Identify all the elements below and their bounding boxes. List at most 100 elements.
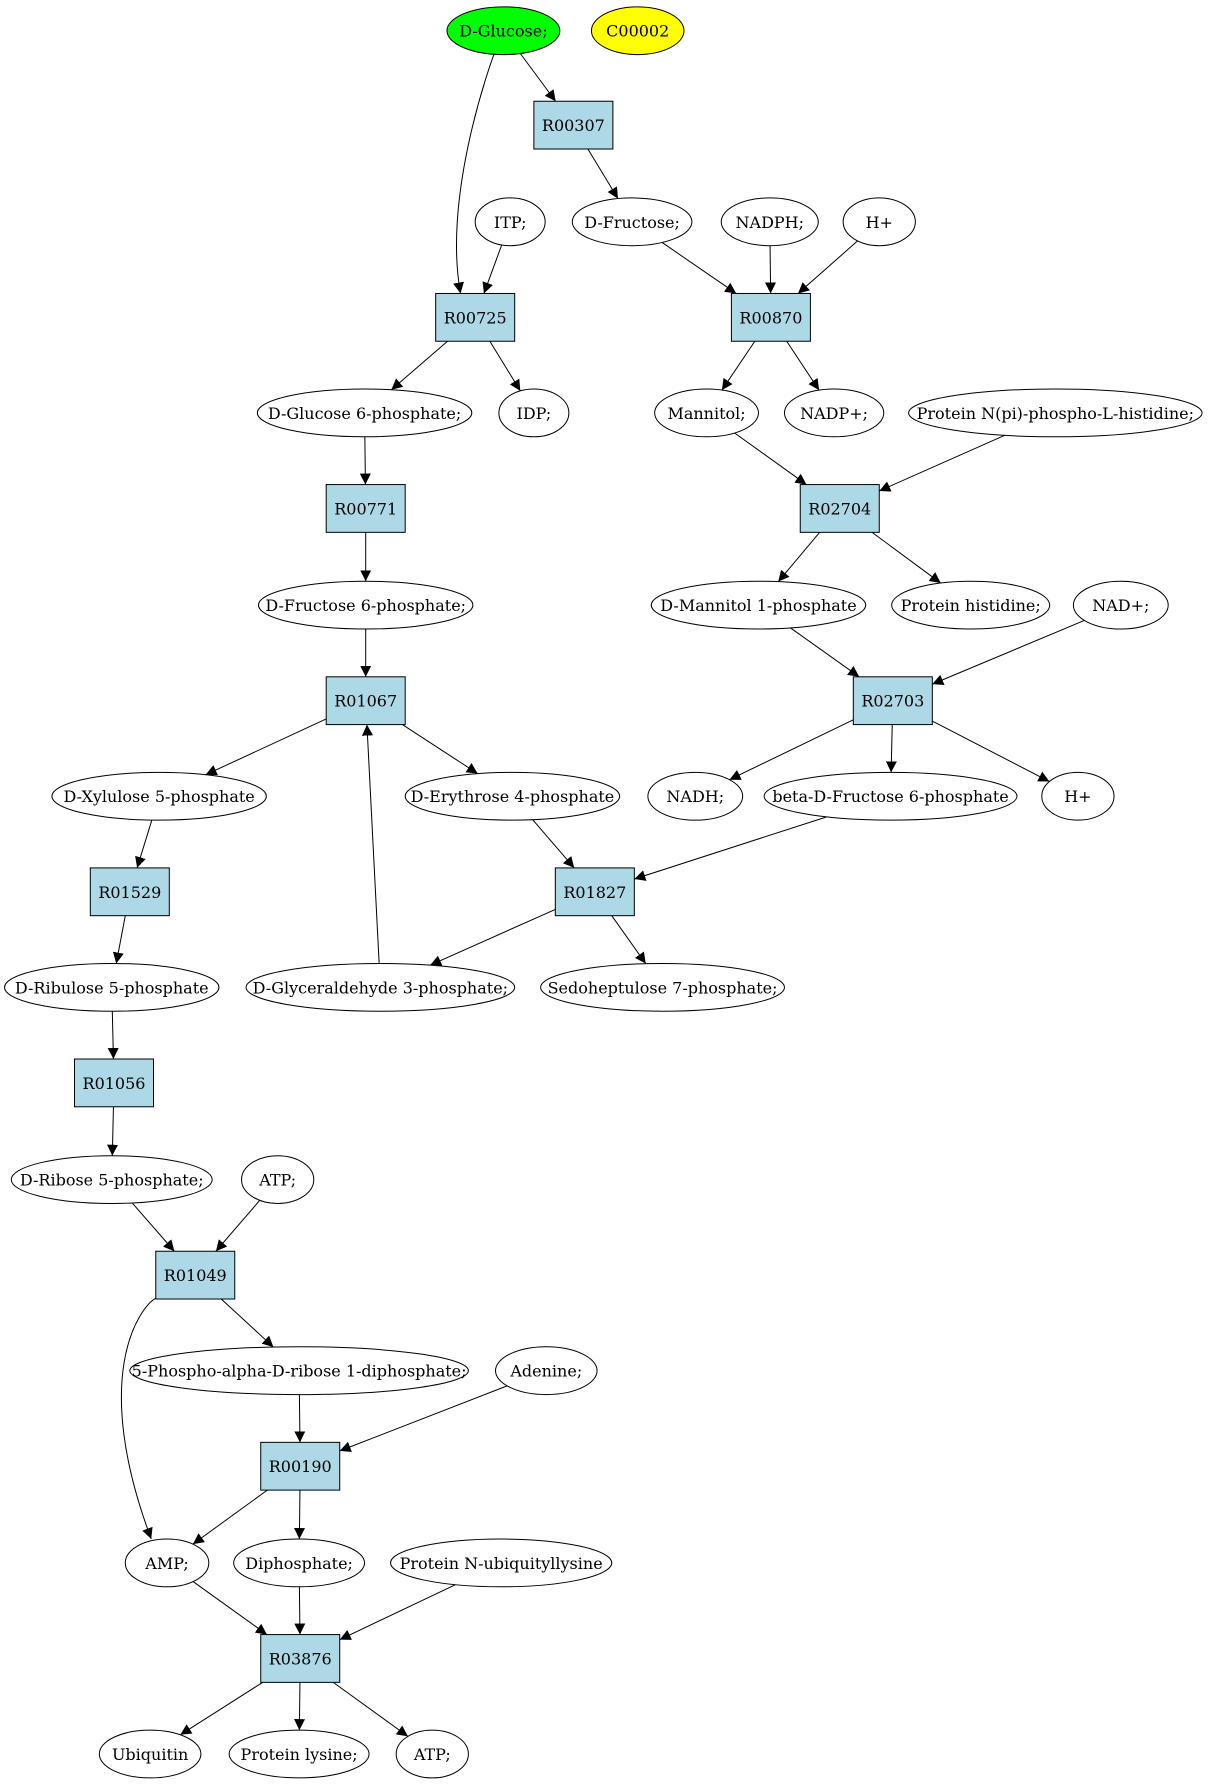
node-label: AMP; bbox=[144, 1554, 189, 1573]
node-label: Protein lysine; bbox=[241, 1745, 358, 1764]
edge-r01827-to-g3p bbox=[429, 908, 556, 966]
compound-node-idp[interactable]: IDP; bbox=[498, 388, 570, 438]
compound-node-amp[interactable]: AMP; bbox=[124, 1538, 210, 1588]
reaction-box bbox=[325, 676, 406, 726]
edge-glucose-to-r00307 bbox=[519, 53, 557, 102]
node-label: D-Xylulose 5-phosphate bbox=[63, 787, 254, 806]
compound-node-xu5p[interactable]: D-Xylulose 5-phosphate bbox=[51, 771, 267, 821]
edges-layer bbox=[107, 53, 1085, 1737]
reaction-node-r01056[interactable]: R01056 bbox=[73, 1058, 155, 1108]
reaction-node-r03876[interactable]: R03876 bbox=[260, 1634, 341, 1683]
edge-mannitol-to-r02704 bbox=[734, 432, 807, 485]
node-label: Ubiquitin bbox=[112, 1745, 188, 1764]
reaction-node-r00307[interactable]: R00307 bbox=[533, 100, 614, 150]
node-label: D-Glyceraldehyde 3-phosphate; bbox=[253, 978, 508, 997]
compound-node-ubiquitin[interactable]: Ubiquitin bbox=[98, 1729, 202, 1779]
edge-e4p-to-r01827 bbox=[532, 819, 575, 869]
compound-node-r5p[interactable]: D-Ribose 5-phosphate; bbox=[10, 1155, 213, 1204]
reaction-box bbox=[730, 292, 811, 342]
compound-node-e4p[interactable]: D-Erythrose 4-phosphate bbox=[404, 771, 621, 821]
compound-node-s7p[interactable]: Sedoheptulose 7-phosphate; bbox=[540, 962, 785, 1012]
compound-node-protlys[interactable]: Protein lysine; bbox=[228, 1729, 370, 1779]
compound-node-protnub[interactable]: Protein N-ubiquityllysine bbox=[390, 1538, 613, 1588]
edge-xu5p-to-r01529 bbox=[135, 819, 153, 869]
compound-ellipse bbox=[1072, 580, 1169, 630]
edge-r00307-to-fructose bbox=[587, 148, 619, 199]
edge-r00190-to-amp bbox=[192, 1489, 268, 1545]
compound-node-nadplus[interactable]: NAD+; bbox=[1072, 580, 1169, 630]
edge-ppi-to-r03876 bbox=[294, 1586, 306, 1635]
compound-node-g3p[interactable]: D-Glyceraldehyde 3-phosphate; bbox=[245, 962, 516, 1012]
compound-ellipse bbox=[571, 197, 693, 247]
edge-ru5p-to-r01056 bbox=[107, 1011, 119, 1060]
compound-node-nadpplus[interactable]: NADP+; bbox=[783, 388, 885, 438]
edge-r01049-to-prpp bbox=[220, 1298, 274, 1348]
compound-node-ppi[interactable]: Diphosphate; bbox=[233, 1538, 366, 1588]
compound-node-f6p[interactable]: D-Fructose 6-phosphate; bbox=[257, 580, 474, 630]
compound-node-itp[interactable]: ITP; bbox=[474, 197, 546, 247]
node-label: D-Ribulose 5-phosphate bbox=[15, 978, 209, 997]
reaction-node-r00771[interactable]: R00771 bbox=[325, 484, 406, 533]
compound-ellipse bbox=[474, 197, 546, 247]
edge-hplus1-to-r00870 bbox=[797, 240, 858, 294]
edge-g3p-to-r01067 bbox=[361, 724, 380, 964]
reaction-box bbox=[325, 484, 406, 533]
edge-protnub-to-r03876 bbox=[339, 1584, 456, 1641]
compound-node-prothis[interactable]: Protein histidine; bbox=[891, 580, 1051, 630]
compound-node-fructose[interactable]: D-Fructose; bbox=[571, 197, 693, 247]
reaction-node-r01049[interactable]: R01049 bbox=[155, 1250, 236, 1300]
node-label: 5-Phospho-alpha-D-ribose 1-diphosphate; bbox=[132, 1362, 467, 1381]
compound-ellipse bbox=[842, 197, 916, 247]
compound-node-nadh[interactable]: NADH; bbox=[647, 771, 744, 821]
compound-node-dm1p[interactable]: D-Mannitol 1-phosphate bbox=[650, 580, 867, 630]
compound-node-atp2[interactable]: ATP; bbox=[395, 1729, 469, 1779]
compound-ellipse bbox=[241, 1155, 315, 1204]
compound-node-atp1[interactable]: ATP; bbox=[241, 1155, 315, 1204]
compound-node-prpp[interactable]: 5-Phospho-alpha-D-ribose 1-diphosphate; bbox=[129, 1346, 469, 1396]
reaction-node-r02703[interactable]: R02703 bbox=[852, 676, 933, 726]
edge-r01049-to-amp bbox=[120, 1297, 157, 1540]
edge-r00870-to-nadpplus bbox=[786, 340, 820, 391]
compound-node-protnpi[interactable]: Protein N(pi)-phospho-L-histidine; bbox=[908, 388, 1203, 438]
edge-r02703-to-nadh bbox=[729, 719, 854, 781]
compound-node-mannitol[interactable]: Mannitol; bbox=[654, 388, 759, 438]
reaction-node-r00870[interactable]: R00870 bbox=[730, 292, 811, 342]
node-label: D-Glucose 6-phosphate; bbox=[268, 404, 461, 423]
edge-r01067-to-e4p bbox=[402, 724, 478, 775]
node-label: Protein N(pi)-phospho-L-histidine; bbox=[917, 404, 1194, 423]
reaction-node-r01529[interactable]: R01529 bbox=[89, 867, 170, 917]
reaction-node-r01827[interactable]: R01827 bbox=[554, 867, 635, 917]
compound-node-g6p[interactable]: D-Glucose 6-phosphate; bbox=[256, 388, 473, 438]
edge-r03876-to-protlys bbox=[294, 1682, 306, 1731]
reaction-box bbox=[89, 867, 170, 917]
compound-node-hplus1[interactable]: H+ bbox=[842, 197, 916, 247]
reaction-node-r01067[interactable]: R01067 bbox=[325, 676, 406, 726]
node-label: R03876 bbox=[269, 1649, 332, 1668]
compound-node-ru5p[interactable]: D-Ribulose 5-phosphate bbox=[4, 962, 220, 1012]
edge-itp-to-r00725 bbox=[482, 244, 503, 294]
reaction-node-r00190[interactable]: R00190 bbox=[260, 1441, 341, 1491]
node-label: D-Mannitol 1-phosphate bbox=[660, 596, 856, 615]
edge-r02703-to-hplus2 bbox=[932, 720, 1050, 782]
node-label: Diphosphate; bbox=[245, 1554, 353, 1573]
reaction-box bbox=[155, 1250, 236, 1300]
node-label: R02704 bbox=[808, 499, 871, 518]
compound-node-adenine[interactable]: Adenine; bbox=[495, 1346, 598, 1396]
reaction-node-r00725[interactable]: R00725 bbox=[435, 292, 516, 342]
compound-node-nadph[interactable]: NADPH; bbox=[720, 197, 819, 247]
node-label: R02703 bbox=[861, 692, 924, 711]
edge-r01529-to-ru5p bbox=[112, 915, 126, 964]
reaction-box bbox=[852, 676, 933, 726]
node-label: Adenine; bbox=[509, 1362, 582, 1381]
compound-node-bdf6p[interactable]: beta-D-Fructose 6-phosphate bbox=[763, 771, 1018, 821]
node-label: NADPH; bbox=[736, 213, 805, 232]
compound-node-hplus2[interactable]: H+ bbox=[1041, 771, 1115, 821]
compound-ellipse bbox=[404, 771, 621, 821]
compound-ellipse bbox=[245, 962, 516, 1012]
compound-node-glucose[interactable]: D-Glucose; bbox=[446, 6, 561, 56]
edge-r00725-to-g6p bbox=[391, 340, 448, 391]
reaction-node-r02704[interactable]: R02704 bbox=[799, 484, 880, 533]
reaction-box bbox=[799, 484, 880, 533]
compound-node-c00002[interactable]: C00002 bbox=[590, 6, 685, 56]
